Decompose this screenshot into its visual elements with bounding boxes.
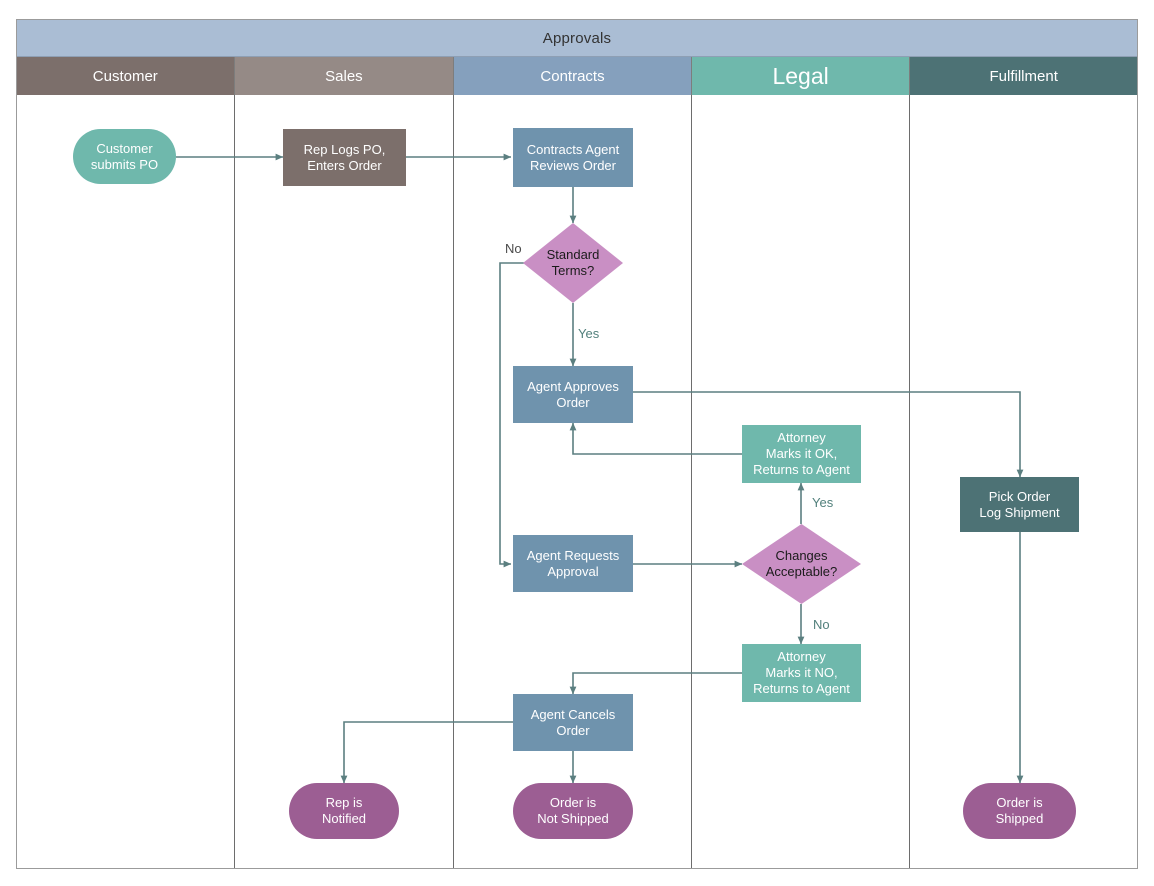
diamond-shape xyxy=(523,223,623,303)
lane-body-sales xyxy=(235,95,455,868)
node-label: Agent Approves Order xyxy=(527,378,619,410)
edge-label-changes-acceptable-no: No xyxy=(813,617,830,632)
node-label: Contracts Agent Reviews Order xyxy=(526,141,620,173)
node-changes-acceptable-decision[interactable]: Changes Acceptable? xyxy=(742,524,861,604)
node-agent-requests-approval[interactable]: Agent Requests Approval xyxy=(513,535,633,592)
node-pick-order-log-shipment[interactable]: Pick Order Log Shipment xyxy=(960,477,1079,532)
lane-header-fulfillment[interactable]: Fulfillment xyxy=(910,57,1137,95)
node-attorney-marks-it-ok[interactable]: Attorney Marks it OK, Returns to Agent xyxy=(742,425,861,483)
node-label: Order is Not Shipped xyxy=(537,795,609,826)
pool-title: Approvals xyxy=(17,20,1137,57)
node-attorney-marks-it-no[interactable]: Attorney Marks it NO, Returns to Agent xyxy=(742,644,861,702)
node-label: Rep Logs PO, Enters Order xyxy=(303,141,386,173)
node-agent-approves-order[interactable]: Agent Approves Order xyxy=(513,366,633,423)
lane-header-legal[interactable]: Legal xyxy=(691,57,911,95)
node-label: Agent Requests Approval xyxy=(526,547,620,579)
edge-label-changes-acceptable-yes: Yes xyxy=(812,495,834,510)
edge-label-standard-terms-no: No xyxy=(505,241,522,256)
lane-header-row: Customer Sales Contracts Legal Fulfillme… xyxy=(17,57,1137,95)
lane-body-customer xyxy=(17,95,235,868)
lane-header-sales[interactable]: Sales xyxy=(234,57,455,95)
edge-label-standard-terms-yes: Yes xyxy=(578,326,600,341)
node-label: Changes Acceptable? xyxy=(765,548,838,579)
node-label: Attorney Marks it OK, Returns to Agent xyxy=(753,430,850,477)
lane-header-customer[interactable]: Customer xyxy=(17,57,235,95)
lane-body-row xyxy=(17,95,1137,868)
node-customer-submits-po[interactable]: Customer submits PO xyxy=(73,129,176,184)
node-order-is-shipped[interactable]: Order is Shipped xyxy=(963,783,1076,839)
node-order-is-not-shipped[interactable]: Order is Not Shipped xyxy=(513,783,633,839)
lane-body-contracts xyxy=(454,95,692,868)
node-label: Attorney Marks it NO, Returns to Agent xyxy=(753,649,850,696)
node-label: Order is Shipped xyxy=(995,795,1044,826)
node-label: Rep is Notified xyxy=(321,795,367,826)
lane-body-legal xyxy=(692,95,911,868)
node-agent-cancels-order[interactable]: Agent Cancels Order xyxy=(513,694,633,751)
node-label: Standard Terms? xyxy=(546,247,600,278)
node-label: Customer submits PO xyxy=(90,140,159,172)
diamond-shape xyxy=(742,524,861,604)
node-label: Pick Order Log Shipment xyxy=(979,488,1060,520)
node-label: Agent Cancels Order xyxy=(530,706,616,738)
node-rep-logs-po[interactable]: Rep Logs PO, Enters Order xyxy=(283,129,406,186)
lane-header-contracts[interactable]: Contracts xyxy=(454,57,692,95)
node-contracts-agent-reviews-order[interactable]: Contracts Agent Reviews Order xyxy=(513,128,633,187)
node-rep-is-notified[interactable]: Rep is Notified xyxy=(289,783,399,839)
node-standard-terms-decision[interactable]: Standard Terms? xyxy=(523,223,623,303)
